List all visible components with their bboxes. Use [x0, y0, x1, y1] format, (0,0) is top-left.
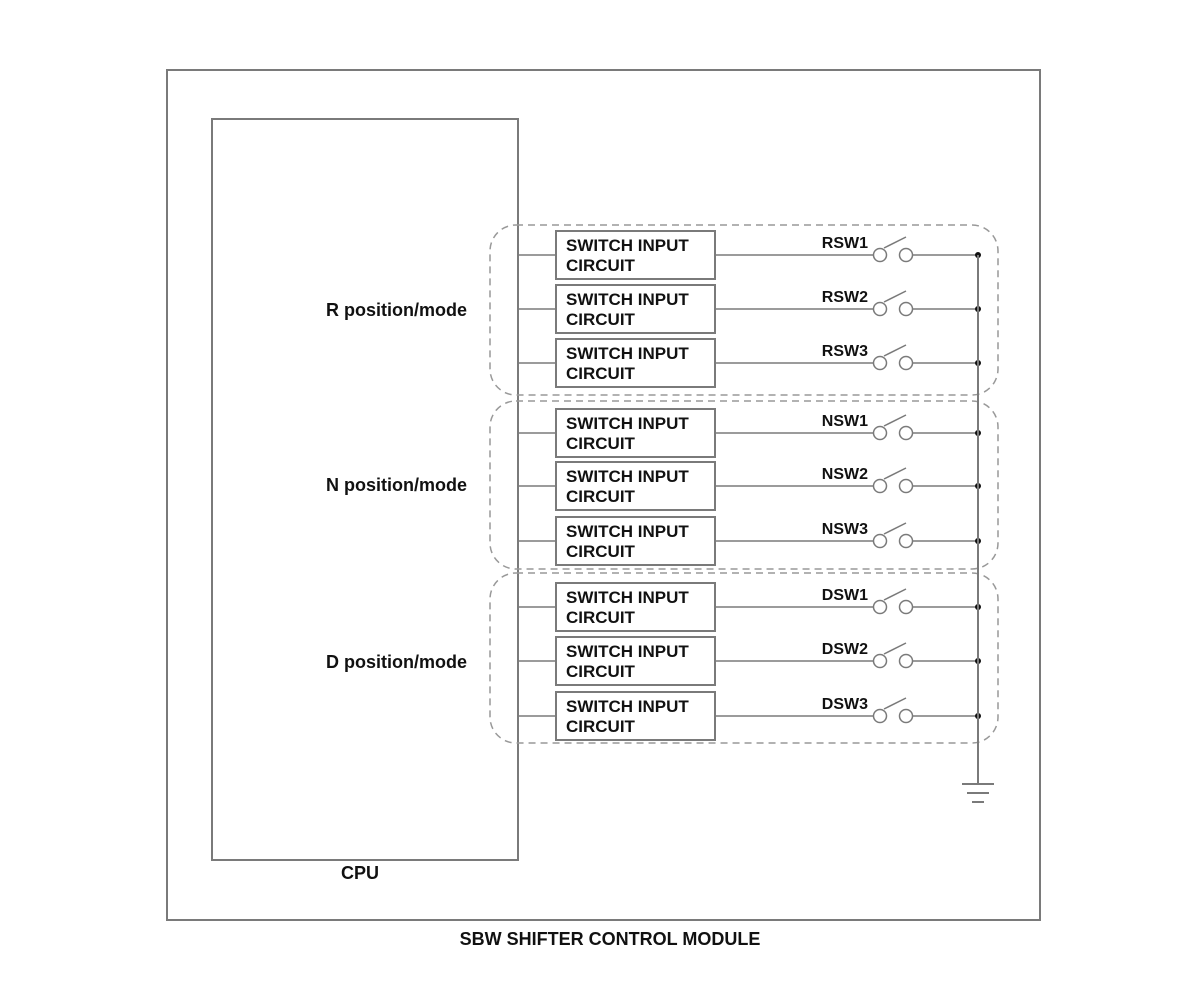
switch-label: NSW3: [822, 521, 868, 538]
switch-contact-icon: [872, 533, 888, 549]
ground-icon: [962, 783, 994, 803]
box-label-line2: CIRCUIT: [566, 542, 636, 561]
box-label-line1: SWITCH INPUT: [566, 467, 689, 486]
box-label-line2: CIRCUIT: [566, 662, 636, 681]
box-label-line1: SWITCH INPUT: [566, 697, 689, 716]
switch-contact-icon: [898, 708, 914, 724]
switch-label: RSW1: [822, 235, 868, 252]
switch-lever-icon: [883, 522, 907, 535]
switch-input-circuit-box: [555, 582, 716, 632]
switch-label: DSW3: [822, 696, 868, 713]
switch-contact-icon: [898, 355, 914, 371]
switch-lever-icon: [883, 236, 907, 249]
box-label-line2: CIRCUIT: [566, 310, 636, 329]
group-label: N position/mode: [326, 475, 467, 495]
switch-contact-icon: [898, 599, 914, 615]
box-label-line2: CIRCUIT: [566, 487, 636, 506]
switch-lever-icon: [883, 414, 907, 427]
group-label: R position/mode: [326, 300, 467, 320]
switch-lever-icon: [883, 642, 907, 655]
switch-label: NSW1: [822, 413, 868, 430]
switch-contact-icon: [872, 301, 888, 317]
switch-contact-icon: [898, 425, 914, 441]
switch-contact-icon: [898, 653, 914, 669]
switch-label: RSW3: [822, 343, 868, 360]
switch-contact-icon: [872, 653, 888, 669]
switch-contact-icon: [898, 478, 914, 494]
switch-contact-icon: [898, 301, 914, 317]
switch-contact-icon: [872, 355, 888, 371]
box-label-line1: SWITCH INPUT: [566, 588, 689, 607]
box-label-line2: CIRCUIT: [566, 608, 636, 627]
switch-label: RSW2: [822, 289, 868, 306]
switch-lever-icon: [883, 588, 907, 601]
switch-input-circuit-box: [555, 408, 716, 458]
switch-contact-icon: [872, 478, 888, 494]
switch-contact-icon: [872, 708, 888, 724]
switch-input-circuit-box: [555, 230, 716, 280]
switch-input-circuit-box: [555, 338, 716, 388]
switch-lever-icon: [883, 467, 907, 480]
box-label-line1: SWITCH INPUT: [566, 344, 689, 363]
box-label-line1: SWITCH INPUT: [566, 522, 689, 541]
group-boundary: [489, 400, 999, 570]
switch-contact-icon: [898, 247, 914, 263]
switch-lever-icon: [883, 290, 907, 303]
cpu-label: CPU: [341, 863, 379, 883]
group-label: D position/mode: [326, 652, 467, 672]
switch-lever-icon: [883, 697, 907, 710]
switch-label: DSW2: [822, 641, 868, 658]
switch-contact-icon: [872, 599, 888, 615]
module-label: SBW SHIFTER CONTROL MODULE: [460, 929, 761, 949]
box-label-line1: SWITCH INPUT: [566, 642, 689, 661]
group-boundary: [489, 572, 999, 744]
switch-label: DSW1: [822, 587, 868, 604]
box-label-line1: SWITCH INPUT: [566, 236, 689, 255]
cpu-box: [211, 118, 519, 861]
switch-contact-icon: [872, 247, 888, 263]
switch-contact-icon: [898, 533, 914, 549]
box-label-line2: CIRCUIT: [566, 717, 636, 736]
group-boundary: [489, 224, 999, 396]
box-label-line2: CIRCUIT: [566, 364, 636, 383]
switch-label: NSW2: [822, 466, 868, 483]
module-frame: [166, 69, 1041, 921]
box-label-line2: CIRCUIT: [566, 256, 636, 275]
box-label-line1: SWITCH INPUT: [566, 414, 689, 433]
switch-contact-icon: [872, 425, 888, 441]
switch-input-circuit-box: [555, 691, 716, 741]
switch-input-circuit-box: [555, 516, 716, 566]
switch-lever-icon: [883, 344, 907, 357]
box-label-line2: CIRCUIT: [566, 434, 636, 453]
switch-input-circuit-box: [555, 284, 716, 334]
box-label-line1: SWITCH INPUT: [566, 290, 689, 309]
